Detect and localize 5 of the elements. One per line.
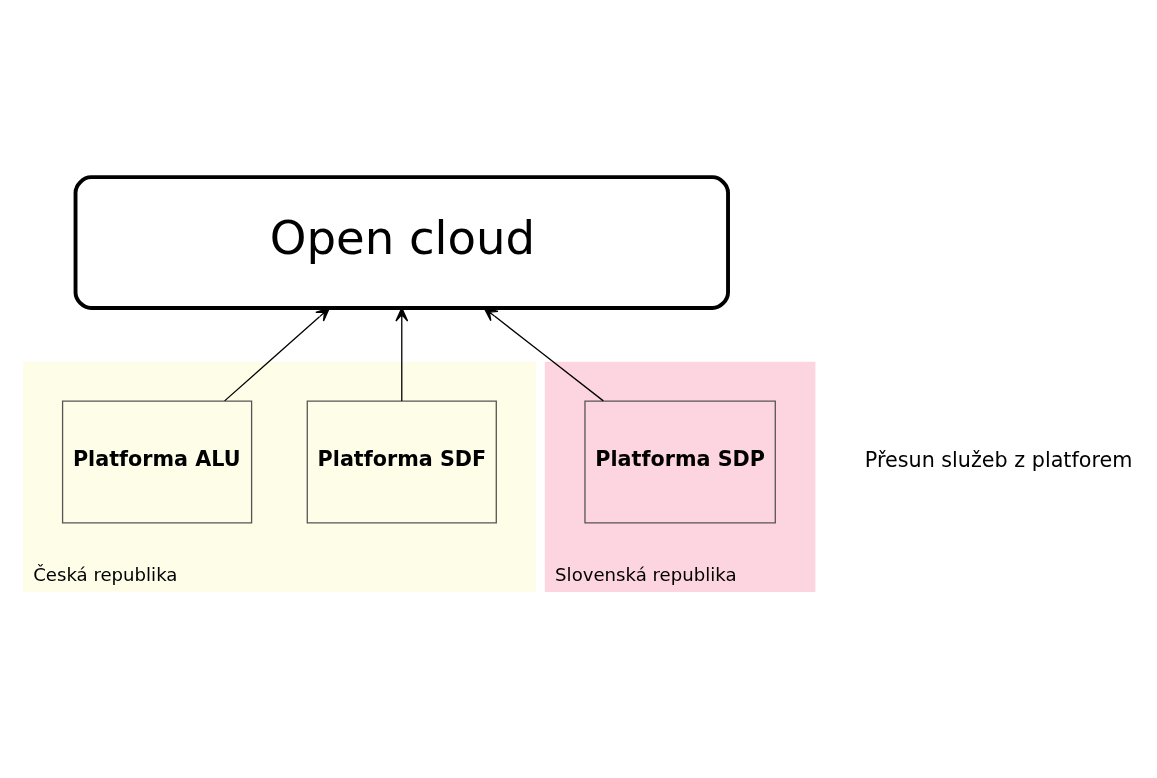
node-box: Platforma ALU xyxy=(61,400,253,523)
node-box: Open cloud xyxy=(73,174,730,310)
node-box: Platforma SDP xyxy=(584,400,776,523)
label: Přesun služeb z platforem xyxy=(864,447,1133,472)
node-box: Platforma SDF xyxy=(306,400,497,523)
